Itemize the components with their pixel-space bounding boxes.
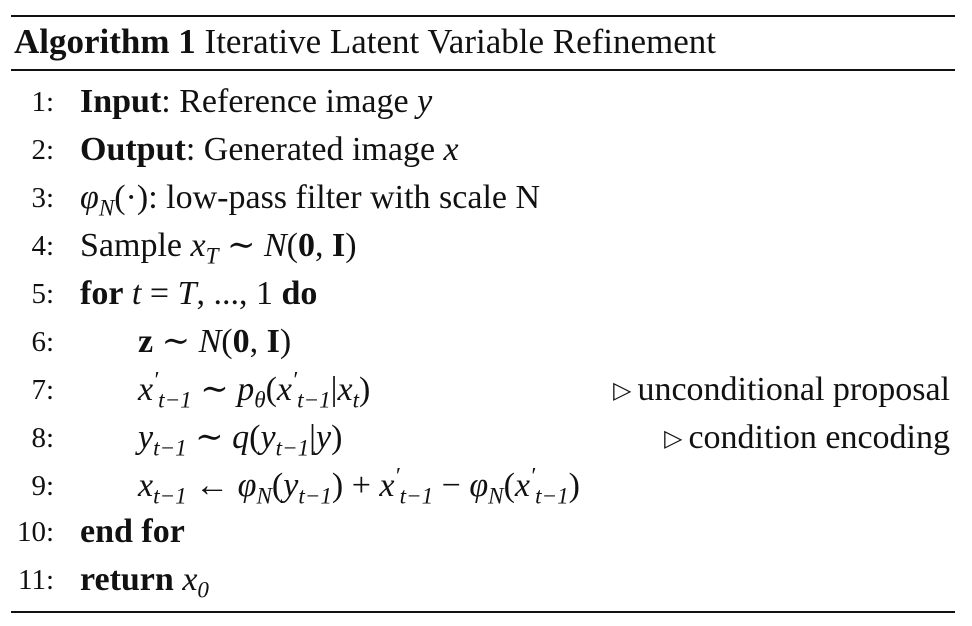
output-description: : Generated image <box>185 131 444 168</box>
line-comment: ▷condition encoding <box>664 414 950 463</box>
line-body: yt−1 ∼ q(yt−1|y) <box>138 414 342 462</box>
math-sample-xT: xT ∼ N(0, I) <box>190 227 357 270</box>
algorithm-caption: Algorithm 1 Iterative Latent Variable Re… <box>14 18 716 66</box>
line-number: 3: <box>31 182 54 214</box>
line-number: 6: <box>31 326 54 358</box>
sample-text: Sample <box>80 227 191 264</box>
line-body: φN(·): low-pass filter with scale N <box>80 174 540 222</box>
filter-description: : low-pass filter with scale N <box>148 179 541 216</box>
algo-line-11: 11: return x0 <box>0 556 960 604</box>
keyword-end-for: end for <box>80 513 185 550</box>
algorithm-title: Iterative Latent Variable Refinement <box>204 22 717 61</box>
line-body: z ∼ N(0, I) <box>138 318 291 366</box>
line-number: 5: <box>31 278 54 310</box>
keyword-output: Output <box>80 131 186 168</box>
comment-text: unconditional proposal <box>637 371 950 408</box>
line-body: x′t−1 ∼ pθ(x′t−1|xt) <box>138 366 370 414</box>
line-number: 4: <box>31 230 54 262</box>
line-number: 2: <box>31 134 54 166</box>
math-x: x <box>443 131 459 168</box>
algo-line-7: 7: x′t−1 ∼ pθ(x′t−1|xt) ▷unconditional p… <box>0 366 960 414</box>
line-body: for t = T, ..., 1 do <box>80 270 317 318</box>
algorithm-label: Algorithm 1 <box>14 22 196 61</box>
triangle-right-icon: ▷ <box>664 426 683 453</box>
comment-text: condition encoding <box>688 419 950 456</box>
algo-line-8: 8: yt−1 ∼ q(yt−1|y) ▷condition encoding <box>0 414 960 462</box>
algo-line-3: 3: φN(·): low-pass filter with scale N <box>0 174 960 222</box>
line-number: 8: <box>31 422 54 454</box>
line-body: end for <box>80 508 185 556</box>
math-sample-z: z ∼ N(0, I) <box>138 323 292 360</box>
caption-rule <box>11 69 955 71</box>
line-body: Output: Generated image x <box>80 126 459 174</box>
algo-line-2: 2: Output: Generated image x <box>0 126 960 174</box>
algo-line-5: 5: for t = T, ..., 1 do <box>0 270 960 318</box>
line-comment: ▷unconditional proposal <box>613 366 950 415</box>
line-number: 7: <box>31 374 54 406</box>
keyword-return: return <box>80 561 174 598</box>
line-number: 11: <box>18 564 54 596</box>
line-number: 9: <box>31 470 54 502</box>
math-proposal: x′t−1 ∼ pθ(x′t−1|xt) <box>138 367 371 414</box>
math-phi: φN(·) <box>80 179 149 222</box>
math-y: y <box>417 83 433 120</box>
math-x0: x0 <box>182 561 209 604</box>
input-description: : Reference image <box>161 83 418 120</box>
algo-line-1: 1: Input: Reference image y <box>0 78 960 126</box>
math-update: xt−1 ← φN(yt−1) + x′t−1 − φN(x′t−1) <box>138 463 580 510</box>
algo-line-9: 9: xt−1 ← φN(yt−1) + x′t−1 − φN(x′t−1) <box>0 462 960 510</box>
math-condition: yt−1 ∼ q(yt−1|y) <box>138 419 343 462</box>
algo-line-4: 4: Sample xT ∼ N(0, I) <box>0 222 960 270</box>
line-body: Input: Reference image y <box>80 78 432 126</box>
line-number: 10: <box>16 516 54 548</box>
algo-line-10: 10: end for <box>0 508 960 556</box>
keyword-input: Input <box>80 83 162 120</box>
algo-line-6: 6: z ∼ N(0, I) <box>0 318 960 366</box>
line-number: 1: <box>31 86 54 118</box>
line-body: xt−1 ← φN(yt−1) + x′t−1 − φN(x′t−1) <box>138 462 580 510</box>
triangle-right-icon: ▷ <box>613 378 632 405</box>
math-loop-range: t = T, ..., 1 <box>131 275 273 312</box>
line-body: return x0 <box>80 556 209 604</box>
keyword-for: for <box>80 275 124 312</box>
top-rule <box>11 15 955 17</box>
line-body: Sample xT ∼ N(0, I) <box>80 222 357 270</box>
keyword-do: do <box>281 275 318 312</box>
bottom-rule <box>11 611 955 613</box>
